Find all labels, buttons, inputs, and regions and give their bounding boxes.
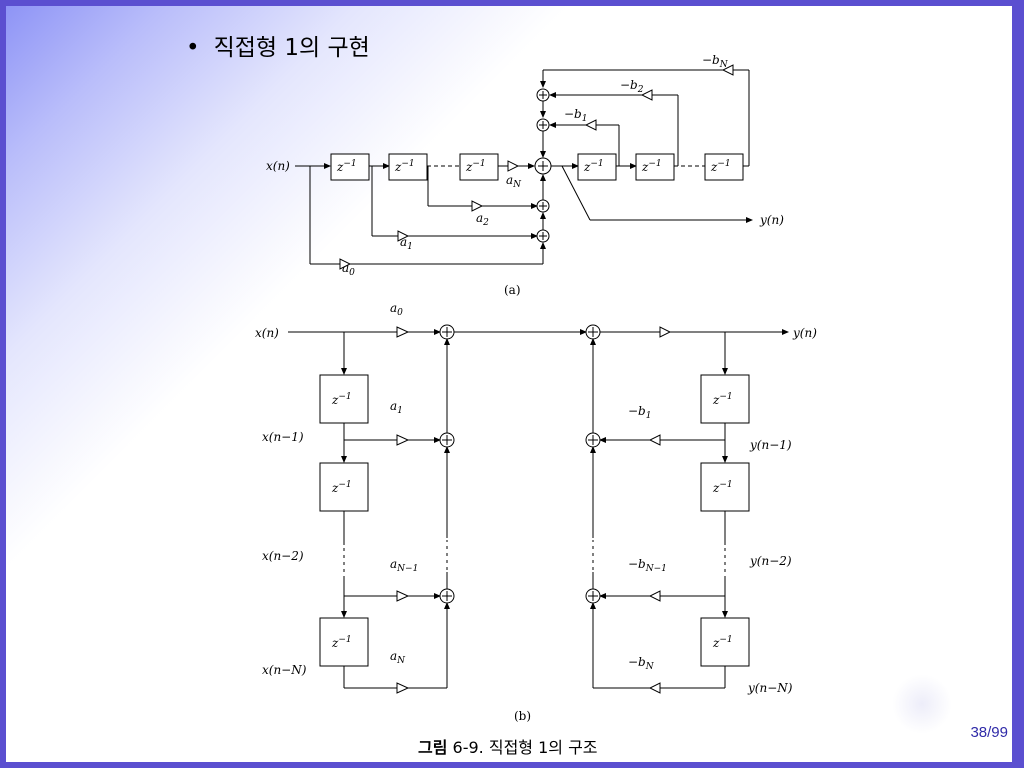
coef-label: −bN−1	[628, 557, 667, 574]
delay-block	[700, 617, 750, 667]
output-label: y(n)	[759, 213, 784, 227]
gain-triangle-icon	[471, 200, 484, 212]
coef-label: −b1	[628, 404, 651, 421]
coef-label: aN	[390, 649, 406, 666]
x-tap-label: x(n−2)	[262, 549, 304, 563]
gain-triangle-icon	[721, 64, 734, 76]
bullet-icon: •	[186, 35, 200, 61]
coef-label: −b1	[564, 107, 587, 124]
figure-caption-text: 6-9. 직접형 1의 구조	[447, 738, 598, 757]
delay-block	[635, 153, 675, 181]
page-number: 38/99	[970, 724, 1008, 741]
figure-caption: 그림 6-9. 직접형 1의 구조	[418, 734, 598, 758]
output-label: y(n)	[792, 326, 817, 340]
gain-triangle-icon	[397, 230, 410, 242]
gain-triangle-icon	[339, 258, 352, 270]
diagram-a	[295, 64, 753, 270]
delay-block	[330, 153, 370, 181]
gain-triangle-icon	[648, 590, 661, 602]
y-tap-label: y(n−1)	[749, 438, 792, 452]
delay-block	[577, 153, 617, 181]
gain-triangle-icon	[659, 326, 672, 338]
caption-a: (a)	[504, 283, 521, 297]
figure-caption-prefix: 그림	[418, 738, 448, 757]
x-tap-label: x(n−1)	[262, 430, 304, 444]
delay-block	[388, 153, 428, 181]
input-label: x(n)	[266, 159, 290, 173]
diagram-b	[288, 324, 789, 694]
gain-triangle-icon	[396, 326, 410, 338]
delay-block	[700, 374, 750, 424]
y-tap-label: y(n−2)	[749, 554, 792, 568]
slide-title: • 직접형 1의 구현	[186, 28, 370, 62]
gain-triangle-icon	[648, 682, 661, 694]
delay-block	[319, 374, 369, 424]
diagram-b-labels: x(n) y(n) z−1 z−1 z−1 z−1 z−1 z−1 x(n−1)…	[255, 301, 817, 723]
gain-triangle-icon	[648, 434, 661, 446]
delay-block	[319, 617, 369, 667]
slide-title-text: 직접형 1의 구현	[213, 35, 370, 61]
coef-label: a1	[400, 235, 413, 252]
y-tap-label: y(n−N)	[747, 681, 793, 695]
delay-block	[700, 462, 750, 512]
watermark-icon	[892, 674, 952, 734]
slide: • 직접형 1의 구현	[6, 6, 1012, 762]
x-tap-label: x(n−N)	[262, 663, 307, 677]
delay-block	[319, 462, 369, 512]
coef-label: a0	[390, 301, 403, 318]
coef-label: aN−1	[390, 557, 418, 574]
delay-block	[704, 153, 744, 181]
input-label: x(n)	[255, 326, 279, 340]
gain-triangle-icon	[584, 119, 597, 131]
coef-label: −bN	[628, 655, 655, 672]
gain-triangle-icon	[507, 160, 520, 172]
gain-triangle-icon	[396, 434, 410, 446]
coef-label: a2	[476, 211, 489, 228]
coef-label: aN	[506, 173, 522, 190]
delay-block	[459, 153, 499, 181]
gain-triangle-icon	[396, 590, 410, 602]
caption-b: (b)	[514, 709, 531, 723]
gain-triangle-icon	[396, 682, 410, 694]
coef-label: −b2	[620, 78, 644, 95]
coef-label: −bN	[702, 53, 729, 70]
gain-triangle-icon	[640, 89, 653, 101]
coef-label: a1	[390, 399, 403, 416]
